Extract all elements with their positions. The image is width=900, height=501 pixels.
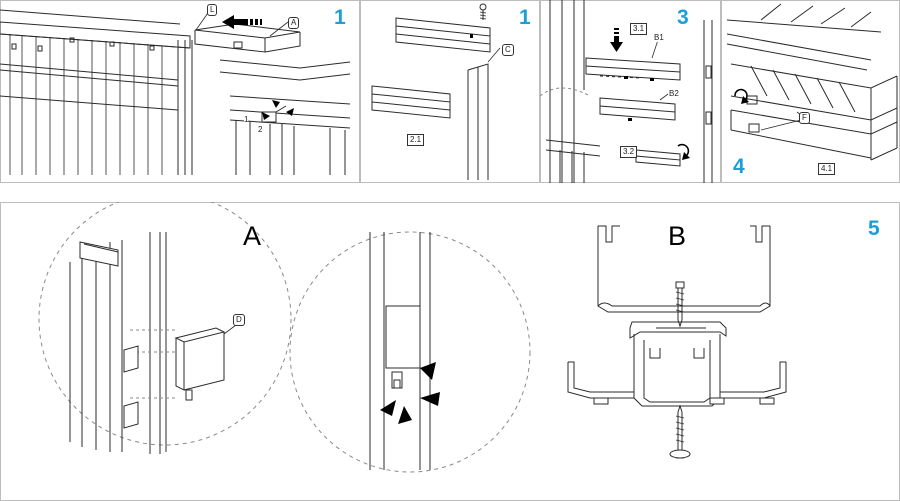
step-number-1b: 1 — [519, 6, 531, 29]
click-marks-icon — [262, 100, 294, 120]
label-D: D — [233, 314, 245, 326]
panel-step3-drawing — [540, 0, 713, 183]
screw-icon — [479, 3, 487, 20]
click-marks-icon — [380, 362, 440, 424]
step-number-4: 4 — [733, 155, 745, 178]
step-number-1a: 1 — [334, 6, 346, 29]
rotate-icon — [677, 143, 690, 160]
label-A: A — [288, 17, 300, 29]
step-number-3: 3 — [677, 6, 689, 29]
label-small-2: 2 — [258, 125, 263, 134]
panel-step4-drawing — [726, 3, 898, 161]
label-small-1: 1 — [244, 115, 249, 124]
label-3-1: 3.1 — [630, 23, 648, 35]
label-F: F — [799, 112, 810, 124]
arrow-left-icon — [222, 15, 262, 29]
panel-step1a-drawing — [0, 9, 351, 175]
label-C: C — [502, 44, 514, 56]
panel-step5-drawing — [38, 202, 787, 473]
panel-step3-frame — [540, 0, 721, 183]
label-L: L — [207, 4, 218, 16]
label-2-1: 2.1 — [407, 134, 425, 146]
step-number-5: 5 — [868, 217, 880, 240]
detail-B-profile — [567, 225, 787, 459]
detail-A-left-circle — [38, 202, 292, 454]
label-4-1: 4.1 — [818, 163, 836, 175]
detail-label-A: A — [243, 221, 262, 251]
detail-A-right-circle — [289, 231, 531, 473]
rotate-icon — [734, 88, 749, 104]
label-B1: B1 — [654, 33, 664, 42]
panel-step1b-drawing — [371, 3, 501, 180]
panel-step1b-frame — [360, 0, 540, 183]
panel-step1a-frame — [0, 0, 360, 183]
detail-label-B: B — [668, 221, 687, 251]
label-3-2: 3.2 — [620, 146, 638, 158]
arrow-down-icon — [610, 28, 623, 52]
label-B2: B2 — [669, 89, 679, 98]
